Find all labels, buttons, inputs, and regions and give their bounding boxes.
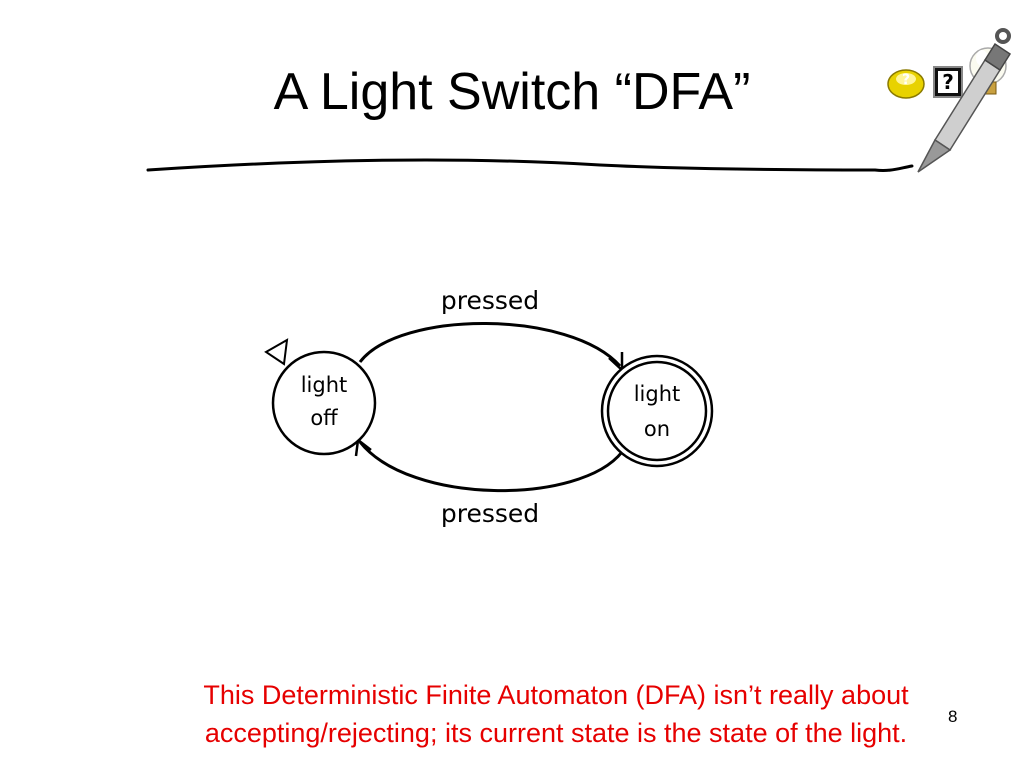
svg-text:?: ?: [902, 72, 910, 88]
state-light-on-label-line1: light: [634, 382, 681, 406]
caption-line-2: accepting/rejecting; its current state i…: [204, 718, 908, 748]
caption-line-1: This Deterministic Finite Automaton (DFA…: [203, 680, 909, 710]
pencil-icon: [917, 28, 1012, 173]
question-box-icon: ?: [933, 66, 963, 98]
ink-line: [146, 158, 914, 172]
slide-title: A Light Switch “DFA”: [273, 63, 751, 121]
transition-off-to-on: [358, 322, 622, 368]
caption: This Deterministic Finite Automaton (DFA…: [100, 676, 1012, 752]
state-light-off-label-line1: light: [301, 373, 348, 397]
initial-state-arrow-icon: [264, 338, 289, 366]
question-badge-icon: ?: [887, 69, 925, 99]
slide-number: 8: [948, 707, 958, 726]
state-light-off-label-line2: off: [310, 406, 338, 430]
state-light-on-label-line2: on: [644, 417, 670, 441]
state-light-on: [606, 360, 708, 462]
svg-text:?: ?: [942, 70, 954, 94]
state-light-off: [271, 350, 377, 456]
header-decoration: ? ?: [146, 28, 1012, 173]
transition-label-top: pressed: [441, 286, 539, 315]
dfa-diagram: light off light on pressed pressed: [264, 286, 714, 528]
transition-on-to-off: [358, 441, 624, 492]
transition-label-bottom: pressed: [441, 499, 539, 528]
